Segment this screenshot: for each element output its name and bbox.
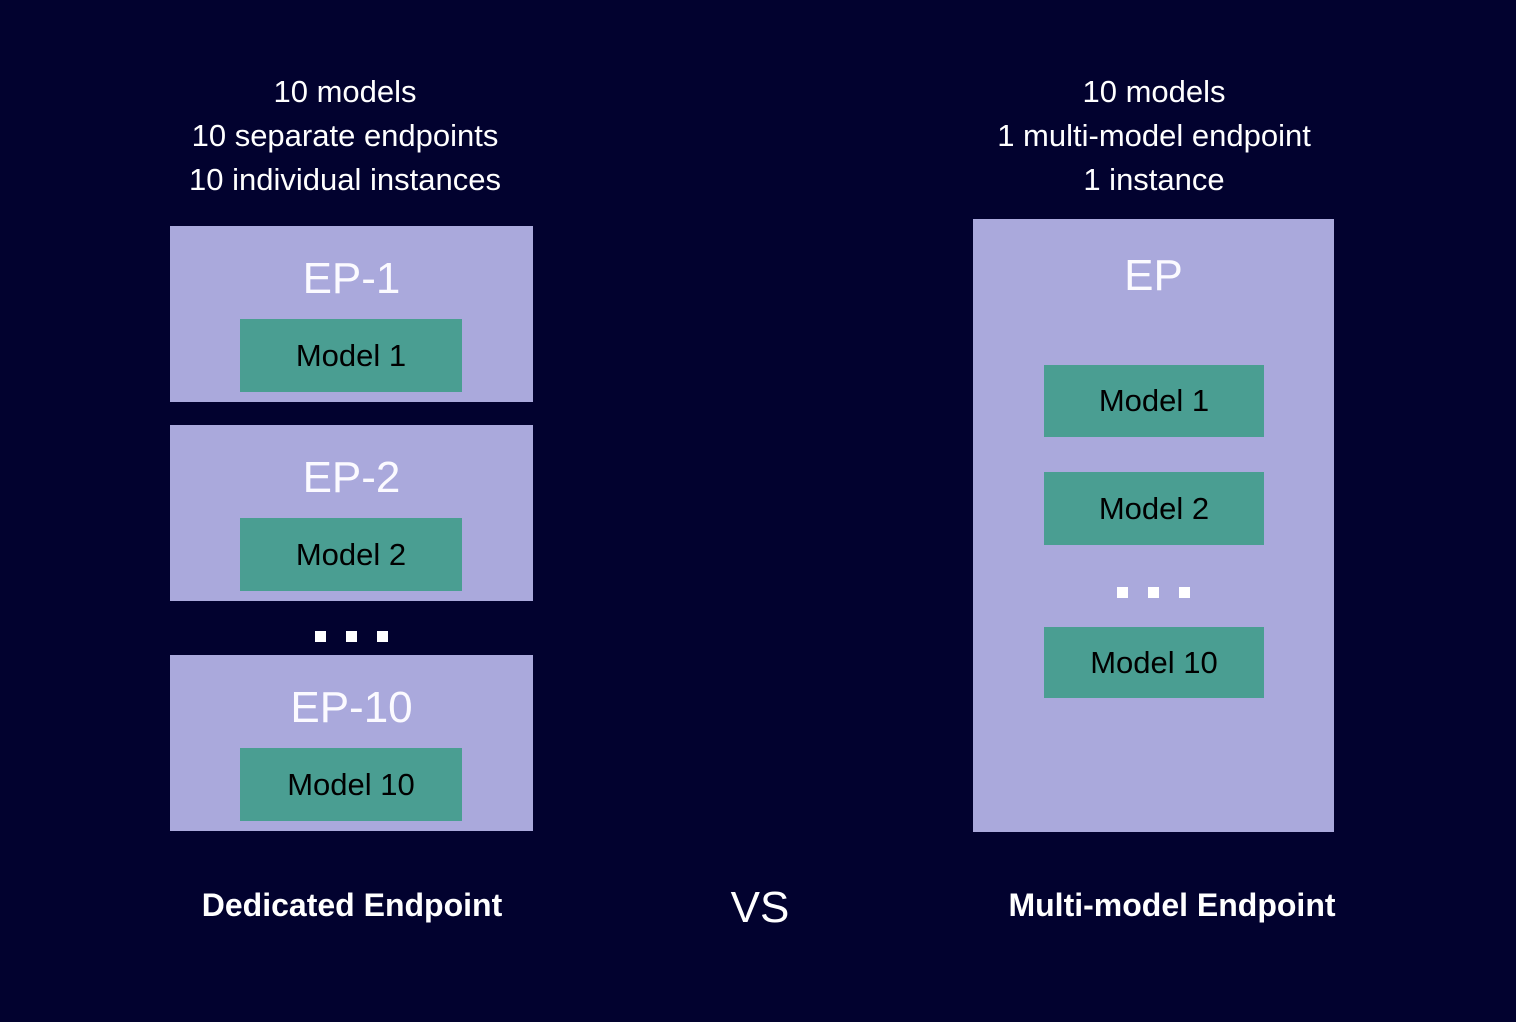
summary-line-endpoints: 1 multi-model endpoint	[997, 118, 1311, 153]
summary-line-instances: 10 individual instances	[189, 162, 501, 197]
ellipsis-dot	[315, 631, 326, 642]
ellipsis-dot	[1179, 587, 1190, 598]
endpoint-title: EP-10	[290, 683, 413, 732]
dedicated-endpoint-summary: 10 models 10 separate endpoints 10 indiv…	[95, 70, 595, 202]
model-box: Model 10	[1044, 627, 1264, 698]
endpoint-title: EP-1	[302, 254, 401, 303]
ellipsis-dot	[1117, 587, 1128, 598]
summary-line-models: 10 models	[1082, 74, 1226, 109]
model-box: Model 10	[240, 748, 462, 821]
dedicated-endpoint-caption: Dedicated Endpoint	[201, 887, 503, 923]
endpoint-title: EP	[1124, 251, 1183, 300]
model-box: Model 1	[1044, 365, 1264, 437]
model-box: Model 2	[240, 518, 462, 591]
model-box: Model 1	[240, 319, 462, 392]
vs-label: VS	[730, 883, 790, 932]
summary-line-instances: 1 instance	[1083, 162, 1225, 197]
ellipsis-dot	[377, 631, 388, 642]
endpoint-box-ep10: EP-10 Model 10	[170, 655, 533, 831]
ellipsis-dot	[1148, 587, 1159, 598]
summary-line-endpoints: 10 separate endpoints	[191, 118, 499, 153]
summary-line-models: 10 models	[273, 74, 417, 109]
model-box: Model 2	[1044, 472, 1264, 545]
ellipsis-dot	[346, 631, 357, 642]
multi-model-endpoint-summary: 10 models 1 multi-model endpoint 1 insta…	[904, 70, 1404, 202]
multi-model-endpoint-caption: Multi-model Endpoint	[1008, 887, 1336, 923]
endpoint-box-ep1: EP-1 Model 1	[170, 226, 533, 402]
ellipsis-dots	[170, 631, 533, 642]
endpoint-box-ep2: EP-2 Model 2	[170, 425, 533, 601]
endpoint-title: EP-2	[302, 453, 401, 502]
multi-model-endpoint-box: EP Model 1 Model 2 Model 10	[973, 219, 1334, 832]
ellipsis-dots	[973, 587, 1334, 598]
